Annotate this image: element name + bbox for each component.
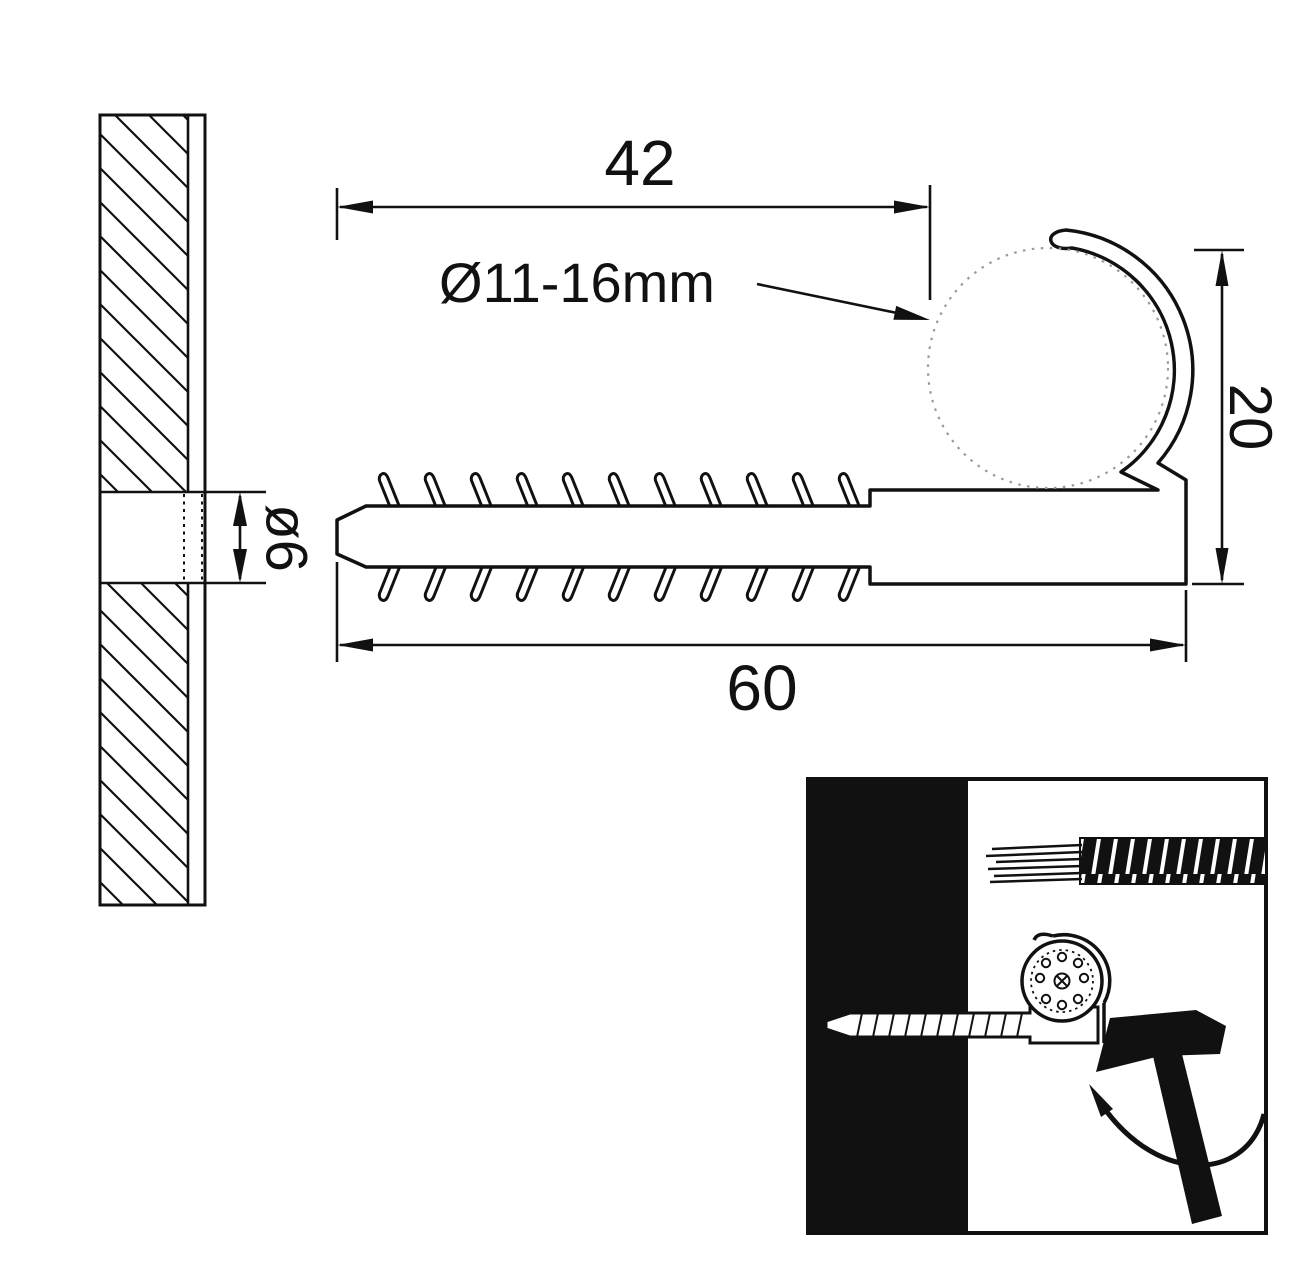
hammer-handle (1152, 1046, 1222, 1224)
dim-arrow-up-icon (1215, 250, 1229, 286)
length-dimension: 60 (335, 562, 1188, 724)
cable-diameter-text: Ø11-16mm (439, 251, 715, 314)
installation-inset (806, 777, 1268, 1235)
wall-black-panel (808, 779, 968, 1233)
cable-icon (985, 837, 1267, 885)
hole-diameter-label: ø6 (254, 504, 319, 572)
dim-arrow-left-icon (337, 638, 373, 652)
hammer-icon (1096, 1010, 1226, 1224)
cable-diameter-label: Ø11-16mm (439, 251, 930, 320)
inset-plug-threads (856, 1012, 1023, 1038)
leader-arrow (756, 282, 930, 320)
plug-body-outline (335, 228, 1195, 586)
height-dimension: 20 (1192, 248, 1284, 586)
leader-arrowhead-icon (893, 305, 930, 320)
wall-hatching-upper (100, 115, 188, 492)
hole-diameter-dimension: ø6 (233, 492, 319, 583)
dim-arrow-left-icon (337, 200, 373, 214)
swing-arrowhead (1089, 1084, 1113, 1117)
dim-arrow-down-icon (233, 549, 247, 583)
dim-arrow-down-icon (1215, 548, 1229, 584)
hammer-head (1096, 1010, 1226, 1072)
wall-outline (98, 113, 207, 907)
swing-arrow-curve (1093, 1094, 1267, 1168)
length-dimension-label: 60 (726, 652, 797, 724)
cable-guide-circle (926, 246, 1170, 490)
height-dimension-label: 20 (1217, 384, 1284, 451)
cable-clip-plug (335, 228, 1195, 602)
width-dimension: 42 (335, 127, 932, 300)
screw-head-holes (1034, 951, 1090, 1011)
dim-arrow-right-icon (1150, 638, 1186, 652)
dim-arrow-right-icon (894, 200, 930, 214)
wire-strands (985, 843, 1083, 884)
wall-section (98, 113, 266, 907)
width-dimension-label: 42 (604, 127, 675, 199)
wall-hatching-lower (100, 583, 188, 905)
swing-arrow-icon (1089, 1084, 1267, 1168)
drill-hole (100, 490, 266, 585)
dim-arrow-up-icon (233, 492, 247, 526)
cable-sheath (1079, 837, 1267, 885)
clip-icon (1032, 932, 1112, 1043)
screw-head-icon (1020, 932, 1112, 1043)
leader-line (756, 282, 898, 315)
inset-plug-icon (824, 1005, 1100, 1045)
